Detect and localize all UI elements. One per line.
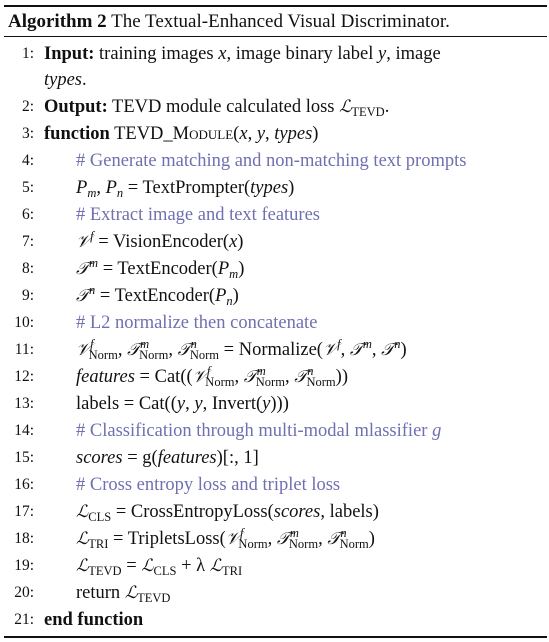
algorithm-line: 13: labels = Cat((y, y, Invert(y))) xyxy=(0,391,549,418)
line-content: Output: TEVD module calculated loss ℒTEV… xyxy=(44,97,390,119)
function-keyword: function xyxy=(44,124,110,144)
line-number: 13: xyxy=(14,395,34,412)
output-keyword: Output: xyxy=(44,97,108,117)
algorithm-line: 6: # Extract image and text features xyxy=(0,202,549,229)
caption-rule xyxy=(4,36,547,37)
line-content: 𝒯m = TextEncoder(Pm) xyxy=(76,256,245,281)
line-number: 10: xyxy=(14,314,34,331)
line-number: 15: xyxy=(14,449,34,466)
comment: # Extract image and text features xyxy=(76,205,320,225)
line-number: 4: xyxy=(21,152,34,169)
algorithm-line: 15: scores = g(features)[:, 1] xyxy=(0,445,549,472)
comment: # Cross entropy loss and triplet loss xyxy=(76,475,341,495)
line-content: ℒTEVD = ℒCLS + λ ℒTRI xyxy=(76,556,243,578)
line-content: ℒCLS = CrossEntropyLoss(scores, labels) xyxy=(76,502,379,524)
algorithm-line: 7: 𝒱f = VisionEncoder(x) xyxy=(0,229,549,256)
algorithm-line: 4: # Generate matching and non-matching … xyxy=(0,148,549,175)
algorithm-line: 18: ℒTRI = TripletsLoss(𝒱fNorm, 𝒯mNorm, … xyxy=(0,526,549,553)
line-content: 𝒯n = TextEncoder(Pn) xyxy=(76,283,239,308)
top-rule xyxy=(4,5,547,7)
line-content: scores = g(features)[:, 1] xyxy=(76,448,259,468)
line-content: types. xyxy=(44,70,87,90)
line-number: 5: xyxy=(21,179,34,196)
line-content: Input: training images x, image binary l… xyxy=(44,44,441,64)
line-content: 𝒱f = VisionEncoder(x) xyxy=(76,229,244,252)
comment: # Classification through multi-modal mla… xyxy=(76,421,442,441)
algorithm-line: 2: Output: TEVD module calculated loss ℒ… xyxy=(0,94,549,121)
algorithm-line: 3: function TEVD_Module(x, y, types) xyxy=(0,121,549,148)
line-number: 20: xyxy=(14,584,34,601)
caption-label: Algorithm 2 xyxy=(8,11,107,32)
line-number: 19: xyxy=(14,557,34,574)
algorithm-line-continuation: types. xyxy=(0,67,549,94)
algorithm-line: 21: end function xyxy=(0,607,549,634)
algorithm-line: 16: # Cross entropy loss and triplet los… xyxy=(0,472,549,499)
line-number: 14: xyxy=(14,422,34,439)
bottom-rule xyxy=(4,636,547,638)
comment: # L2 normalize then concatenate xyxy=(76,313,318,333)
line-number: 7: xyxy=(21,233,34,250)
line-content: 𝒱fNorm, 𝒯mNorm, 𝒯nNorm = Normalize(𝒱f, 𝒯… xyxy=(76,337,407,362)
line-number: 16: xyxy=(14,476,34,493)
line-number: 11: xyxy=(14,341,34,358)
algorithm-line: 9: 𝒯n = TextEncoder(Pn) xyxy=(0,283,549,310)
algorithm-line: 8: 𝒯m = TextEncoder(Pm) xyxy=(0,256,549,283)
algorithm-line: 20: return ℒTEVD xyxy=(0,580,549,607)
line-number: 6: xyxy=(21,206,34,223)
input-keyword: Input: xyxy=(44,44,95,64)
line-content: ℒTRI = TripletsLoss(𝒱fNorm, 𝒯mNorm, 𝒯nNo… xyxy=(76,526,375,551)
algorithm-line: 17: ℒCLS = CrossEntropyLoss(scores, labe… xyxy=(0,499,549,526)
line-content: features = Cat((𝒱fNorm, 𝒯mNorm, 𝒯nNorm)) xyxy=(76,364,348,389)
line-number: 1: xyxy=(21,45,34,62)
algorithm-caption: Algorithm 2 The Textual-Enhanced Visual … xyxy=(8,8,450,35)
line-number: 17: xyxy=(14,503,34,520)
line-number: 12: xyxy=(14,368,34,385)
line-number: 21: xyxy=(14,611,34,628)
end-function-keyword: end function xyxy=(44,610,144,630)
line-number: 18: xyxy=(14,530,34,547)
line-number: 3: xyxy=(21,125,34,142)
line-content: function TEVD_Module(x, y, types) xyxy=(44,124,319,144)
algorithm-line: 5: Pm, Pn = TextPrompter(types) xyxy=(0,175,549,202)
algorithm-line: 14: # Classification through multi-modal… xyxy=(0,418,549,445)
algorithm-line: 10: # L2 normalize then concatenate xyxy=(0,310,549,337)
comment: # Generate matching and non-matching tex… xyxy=(76,151,467,171)
line-number: 9: xyxy=(21,287,34,304)
line-number: 8: xyxy=(21,260,34,277)
algorithm-line: 11: 𝒱fNorm, 𝒯mNorm, 𝒯nNorm = Normalize(𝒱… xyxy=(0,337,549,364)
caption-title: The Textual-Enhanced Visual Discriminato… xyxy=(111,11,450,32)
line-content: labels = Cat((y, y, Invert(y))) xyxy=(76,394,289,414)
algorithm-line: 19: ℒTEVD = ℒCLS + λ ℒTRI xyxy=(0,553,549,580)
algorithm-line: 12: features = Cat((𝒱fNorm, 𝒯mNorm, 𝒯nNo… xyxy=(0,364,549,391)
line-content: Pm, Pn = TextPrompter(types) xyxy=(76,178,295,200)
line-content: return ℒTEVD xyxy=(76,583,171,605)
algorithm-line: 1: Input: training images x, image binar… xyxy=(0,41,549,68)
line-number: 2: xyxy=(21,98,34,115)
